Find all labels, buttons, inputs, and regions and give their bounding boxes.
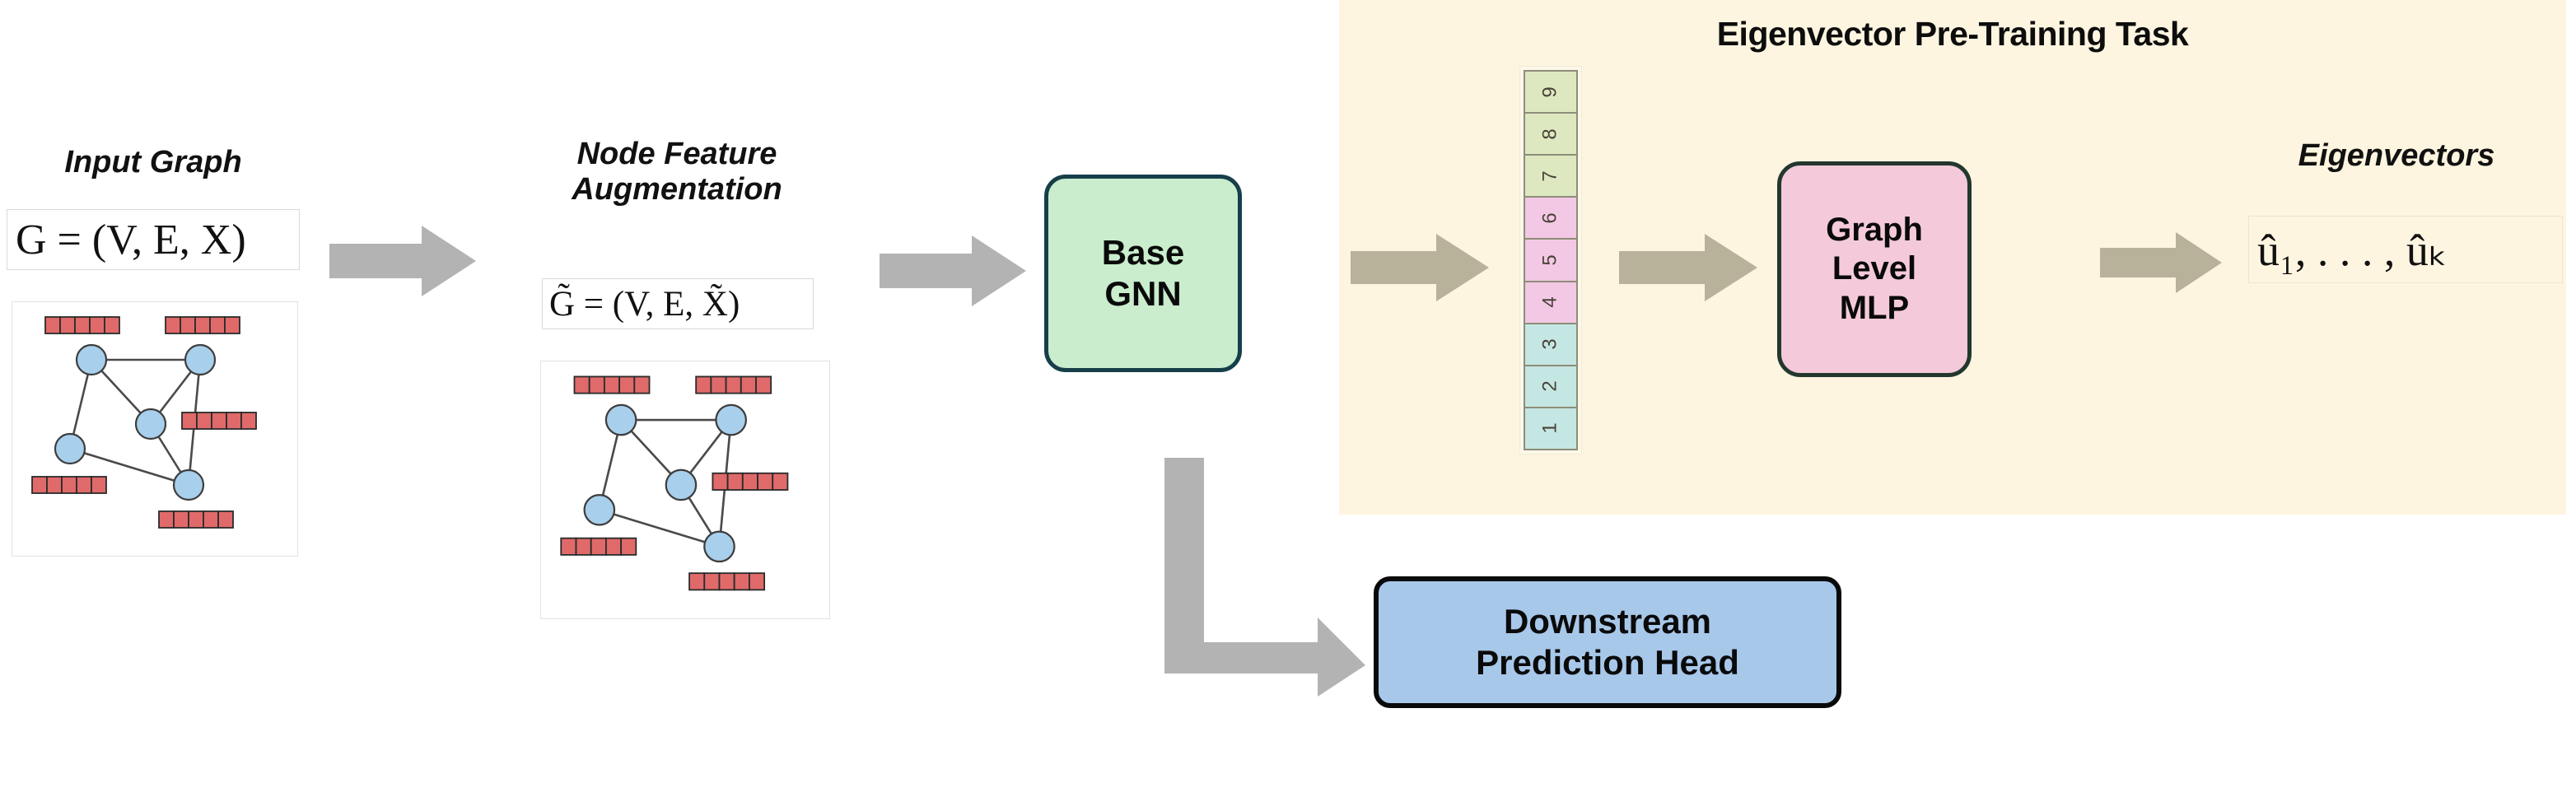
eigenvectors-formula: û₁, . . . , ûₖ: [2248, 216, 2563, 283]
input-graph-svg: [31, 316, 257, 529]
eigen-cell-5: 5: [1524, 238, 1578, 281]
graph-node: [703, 530, 735, 563]
augmented-graph-formula: G̃ = (V, E, X̃): [542, 278, 814, 329]
feature-vector: [31, 476, 107, 494]
downstream-line2: Prediction Head: [1476, 643, 1739, 682]
graph-node: [75, 343, 108, 376]
node-aug-caption-line2: Augmentation: [572, 171, 782, 207]
eigen-cell-label: 6: [1538, 212, 1561, 224]
eigen-cell-9: 9: [1524, 70, 1578, 113]
arrow-gnn-to-eigen-column: [1351, 234, 1489, 301]
base-gnn-line1: Base: [1101, 233, 1185, 273]
feature-vector: [165, 316, 240, 334]
eigenvectors-caption: Eigenvectors: [2298, 138, 2495, 173]
eigen-cell-8: 8: [1524, 112, 1578, 155]
arrow-input-to-augmentation: [329, 226, 476, 296]
graph-mlp-line2: Level: [1832, 250, 1917, 287]
feature-vector: [688, 572, 766, 591]
base-gnn-box[interactable]: Base GNN: [1044, 175, 1242, 372]
feature-vector: [560, 537, 637, 556]
eigen-cell-label: 8: [1538, 128, 1561, 140]
feature-vector: [695, 375, 772, 394]
downstream-line1: Downstream: [1503, 602, 1712, 641]
eigenvector-index-column: 9 8 7 6 5 4 3 2 1: [1519, 66, 1582, 454]
eigen-cell-6: 6: [1524, 196, 1578, 239]
eigen-cell-label: 7: [1538, 170, 1561, 182]
input-graph-caption: Input Graph: [64, 145, 242, 179]
graph-node: [715, 403, 747, 436]
eigen-cell-2: 2: [1524, 364, 1578, 407]
feature-vector: [181, 412, 257, 430]
node-feature-augmentation-caption: Node Feature Augmentation: [516, 137, 838, 207]
graph-node: [583, 493, 616, 526]
graph-node: [665, 468, 698, 501]
eigen-cell-label: 2: [1538, 380, 1561, 392]
graph-node: [184, 343, 217, 376]
graph-node: [172, 468, 205, 501]
graph-node: [134, 408, 167, 440]
arrow-gnn-to-downstream: [1164, 458, 1365, 697]
node-aug-caption-line1: Node Feature: [576, 137, 777, 171]
base-gnn-line2: GNN: [1104, 274, 1182, 313]
graph-mlp-line3: MLP: [1839, 289, 1910, 326]
graph-mlp-line1: Graph: [1826, 212, 1923, 249]
arrow-mlp-to-eigenvectors: [2100, 232, 2222, 293]
eigen-cell-1: 1: [1524, 406, 1578, 450]
eigen-cell-3: 3: [1524, 322, 1578, 365]
eigen-cell-label: 3: [1538, 338, 1561, 350]
feature-vector: [712, 472, 789, 491]
augmented-graph-figure: [540, 361, 830, 619]
arrow-eigen-column-to-mlp: [1619, 234, 1757, 301]
graph-node: [604, 403, 637, 436]
eigen-cell-label: 9: [1538, 86, 1561, 98]
feature-vector: [44, 316, 120, 334]
input-graph-formula: G = (V, E, X): [7, 209, 300, 270]
feature-vector: [158, 510, 234, 529]
input-graph-figure: [12, 301, 298, 557]
downstream-prediction-head-box[interactable]: Downstream Prediction Head: [1374, 576, 1841, 708]
eigen-cell-4: 4: [1524, 280, 1578, 323]
eigen-cell-label: 4: [1538, 296, 1561, 308]
feature-vector: [573, 375, 651, 394]
augmented-graph-svg: [560, 375, 789, 591]
pretraining-panel-title: Eigenvector Pre-Training Task: [1716, 15, 2189, 53]
eigen-cell-label: 5: [1538, 254, 1561, 266]
graph-level-mlp-box[interactable]: Graph Level MLP: [1777, 161, 1972, 377]
arrow-augmentation-to-gnn: [880, 235, 1026, 306]
eigen-cell-7: 7: [1524, 154, 1578, 197]
eigen-cell-label: 1: [1538, 422, 1561, 435]
graph-node: [54, 432, 86, 465]
